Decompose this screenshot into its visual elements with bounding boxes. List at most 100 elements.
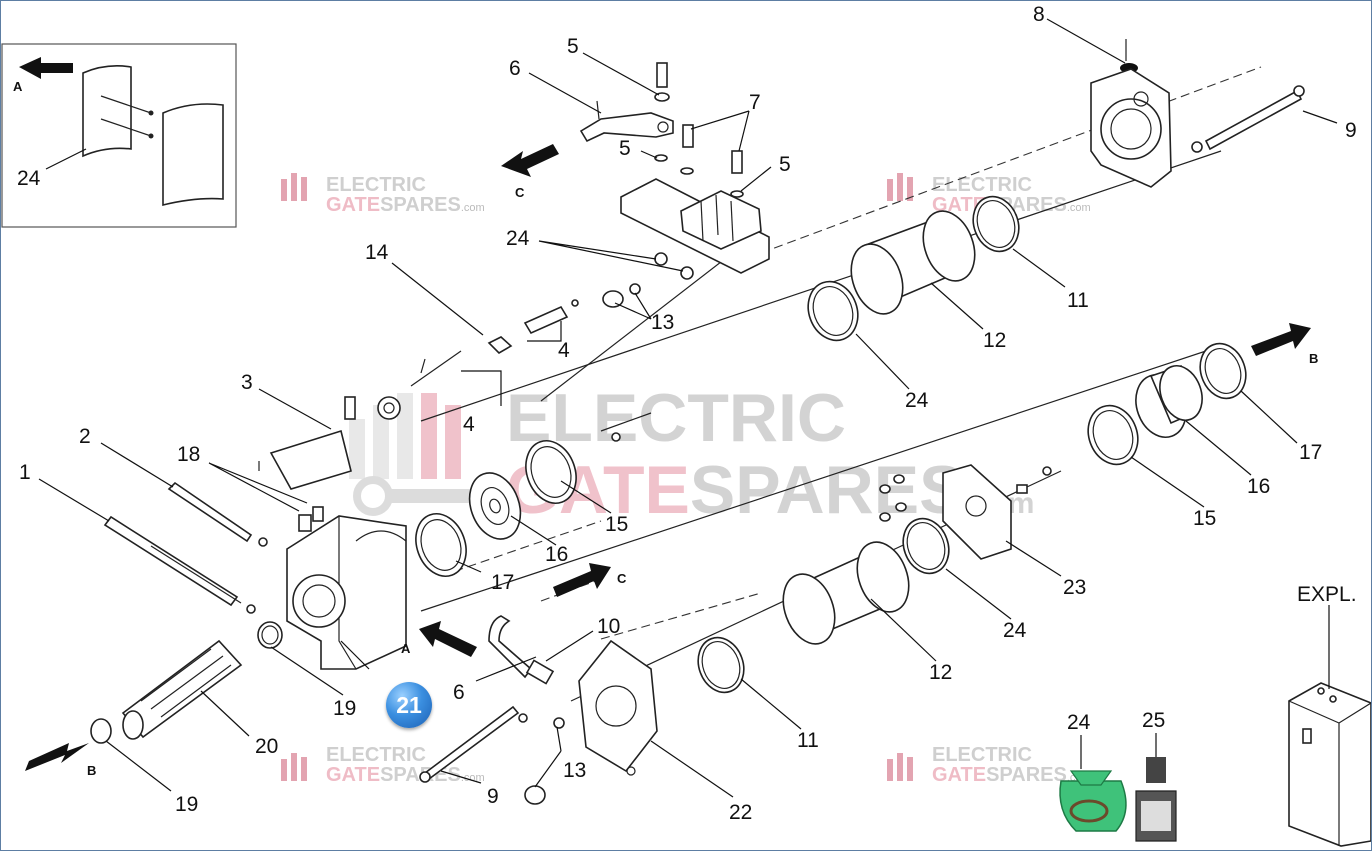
callout-1: 1 — [19, 461, 31, 484]
part-12-cylinder-bottom — [782, 541, 910, 645]
arrow-c-bottom: C — [553, 563, 627, 597]
callout-25: 25 — [1142, 709, 1165, 732]
watermark-small-1: ELECTRIC GATESPARES.com — [281, 173, 485, 216]
svg-text:ELECTRIC: ELECTRIC — [326, 744, 426, 766]
callout-4b: 4 — [463, 413, 475, 436]
svg-text:GATESPARES.com: GATESPARES.com — [932, 764, 1091, 786]
part-17-ring-left — [415, 513, 467, 577]
callout-11b: 11 — [797, 729, 819, 752]
callout-19a: 19 — [333, 697, 356, 720]
callout-24a: 24 — [17, 167, 41, 190]
part-15-ring-right — [1087, 404, 1139, 466]
callout-22: 22 — [729, 801, 752, 824]
callout-9b: 9 — [487, 785, 499, 808]
arrow-c-top: C — [501, 144, 559, 200]
part-24-seal-kit-bag — [1059, 770, 1127, 832]
leader-lines — [38, 18, 1338, 798]
watermark-line1: ELECTRIC — [506, 380, 846, 456]
callout-7: 7 — [749, 91, 761, 114]
part-23-gasket — [879, 464, 1052, 560]
callout-14: 14 — [365, 241, 389, 264]
callout-15a: 15 — [605, 513, 628, 536]
part-4-shaft — [487, 299, 579, 355]
part-10-hose — [488, 615, 555, 685]
arrow-a-inset — [19, 57, 73, 79]
arrow-b-left: B — [25, 743, 96, 778]
svg-text:ELECTRIC: ELECTRIC — [326, 174, 426, 196]
part-9-bolt-top — [1191, 85, 1305, 153]
part-24-ring-mid — [807, 280, 859, 342]
arrow-b-right: B — [1251, 323, 1318, 366]
callout-16a: 16 — [545, 543, 568, 566]
part-11-ring-bottom — [697, 636, 745, 694]
svg-text:GATESPARES.com: GATESPARES.com — [326, 194, 485, 216]
callout-12a: 12 — [983, 329, 1006, 352]
callout-10: 10 — [597, 615, 620, 638]
axis-top — [760, 66, 1262, 254]
callout-16b: 16 — [1247, 475, 1270, 498]
callout-6a: 6 — [509, 57, 521, 80]
callout-9a: 9 — [1345, 119, 1357, 142]
part-3-mechanism — [258, 350, 462, 490]
part-11-ring-top — [972, 195, 1020, 253]
callout-15b: 15 — [1193, 507, 1216, 530]
callout-5a: 5 — [567, 35, 579, 58]
inset-bracket-detail: A — [1, 43, 237, 228]
callout-8: 8 — [1033, 3, 1045, 26]
callout-23: 23 — [1063, 576, 1086, 599]
callout-6b: 6 — [453, 681, 465, 704]
part-9-bolt-bottom — [419, 705, 520, 783]
callout-4a: 4 — [558, 339, 570, 362]
svg-text:GATESPARES.com: GATESPARES.com — [326, 764, 485, 786]
callout-labels: 1 2 3 4 4 5 5 5 6 6 7 8 9 9 10 11 11 12 … — [17, 3, 1357, 824]
watermark-small-3: ELECTRIC GATESPARES.com — [281, 744, 485, 786]
svg-text:C: C — [617, 571, 627, 586]
callout-24e: 24 — [1067, 711, 1091, 734]
svg-text:B: B — [1309, 351, 1318, 366]
part-12-cylinder-top — [850, 210, 976, 315]
callout-24d: 24 — [1003, 619, 1027, 642]
callout-24b: 24 — [506, 227, 530, 250]
watermark-small-4: ELECTRIC GATESPARES.com — [887, 744, 1091, 786]
part-19-oring-left — [90, 718, 112, 744]
callout-3: 3 — [241, 371, 253, 394]
callout-24c: 24 — [905, 389, 929, 412]
watermark-large: ELECTRIC GATESPARES.com — [349, 380, 1034, 528]
expl-label: EXPL. — [1297, 583, 1357, 606]
callout-12b: 12 — [929, 661, 952, 684]
callout-20: 20 — [255, 735, 278, 758]
part-25-oil-bottle — [1135, 757, 1177, 842]
callout-5b: 5 — [619, 137, 631, 160]
part-20-tube — [121, 639, 243, 740]
part-top-flange — [1090, 63, 1172, 188]
callout-11a: 11 — [1067, 289, 1089, 312]
part-22-end-cap — [578, 639, 658, 776]
callout-5c: 5 — [779, 153, 791, 176]
expl-unit-drawing — [1288, 605, 1371, 847]
callout-18: 18 — [177, 443, 200, 466]
svg-text:ELECTRIC: ELECTRIC — [932, 174, 1032, 196]
svg-text:ELECTRIC: ELECTRIC — [932, 744, 1032, 766]
part-24-ring-lower — [902, 517, 950, 575]
part-21-housing — [286, 506, 407, 670]
part-16-piston-right — [1135, 365, 1203, 438]
part-1-rod — [103, 515, 242, 607]
part-5-7-screws — [654, 62, 744, 198]
svg-text:B: B — [87, 763, 96, 778]
callout-13b: 13 — [563, 759, 586, 782]
part-6-lever — [579, 100, 674, 143]
callout-13a: 13 — [651, 311, 674, 334]
callout-2: 2 — [79, 425, 91, 448]
part-16-piston-left — [468, 472, 522, 540]
callout-17a: 17 — [491, 571, 514, 594]
arrow-a-body: A — [401, 621, 477, 657]
callout-19b: 19 — [175, 793, 198, 816]
part-13-caps — [518, 283, 641, 805]
part-21-badge[interactable]: 21 — [386, 682, 432, 728]
svg-text:C: C — [515, 185, 525, 200]
axis-bottom — [600, 592, 762, 640]
svg-text:A: A — [401, 641, 411, 656]
part-2-bolt — [167, 481, 268, 614]
